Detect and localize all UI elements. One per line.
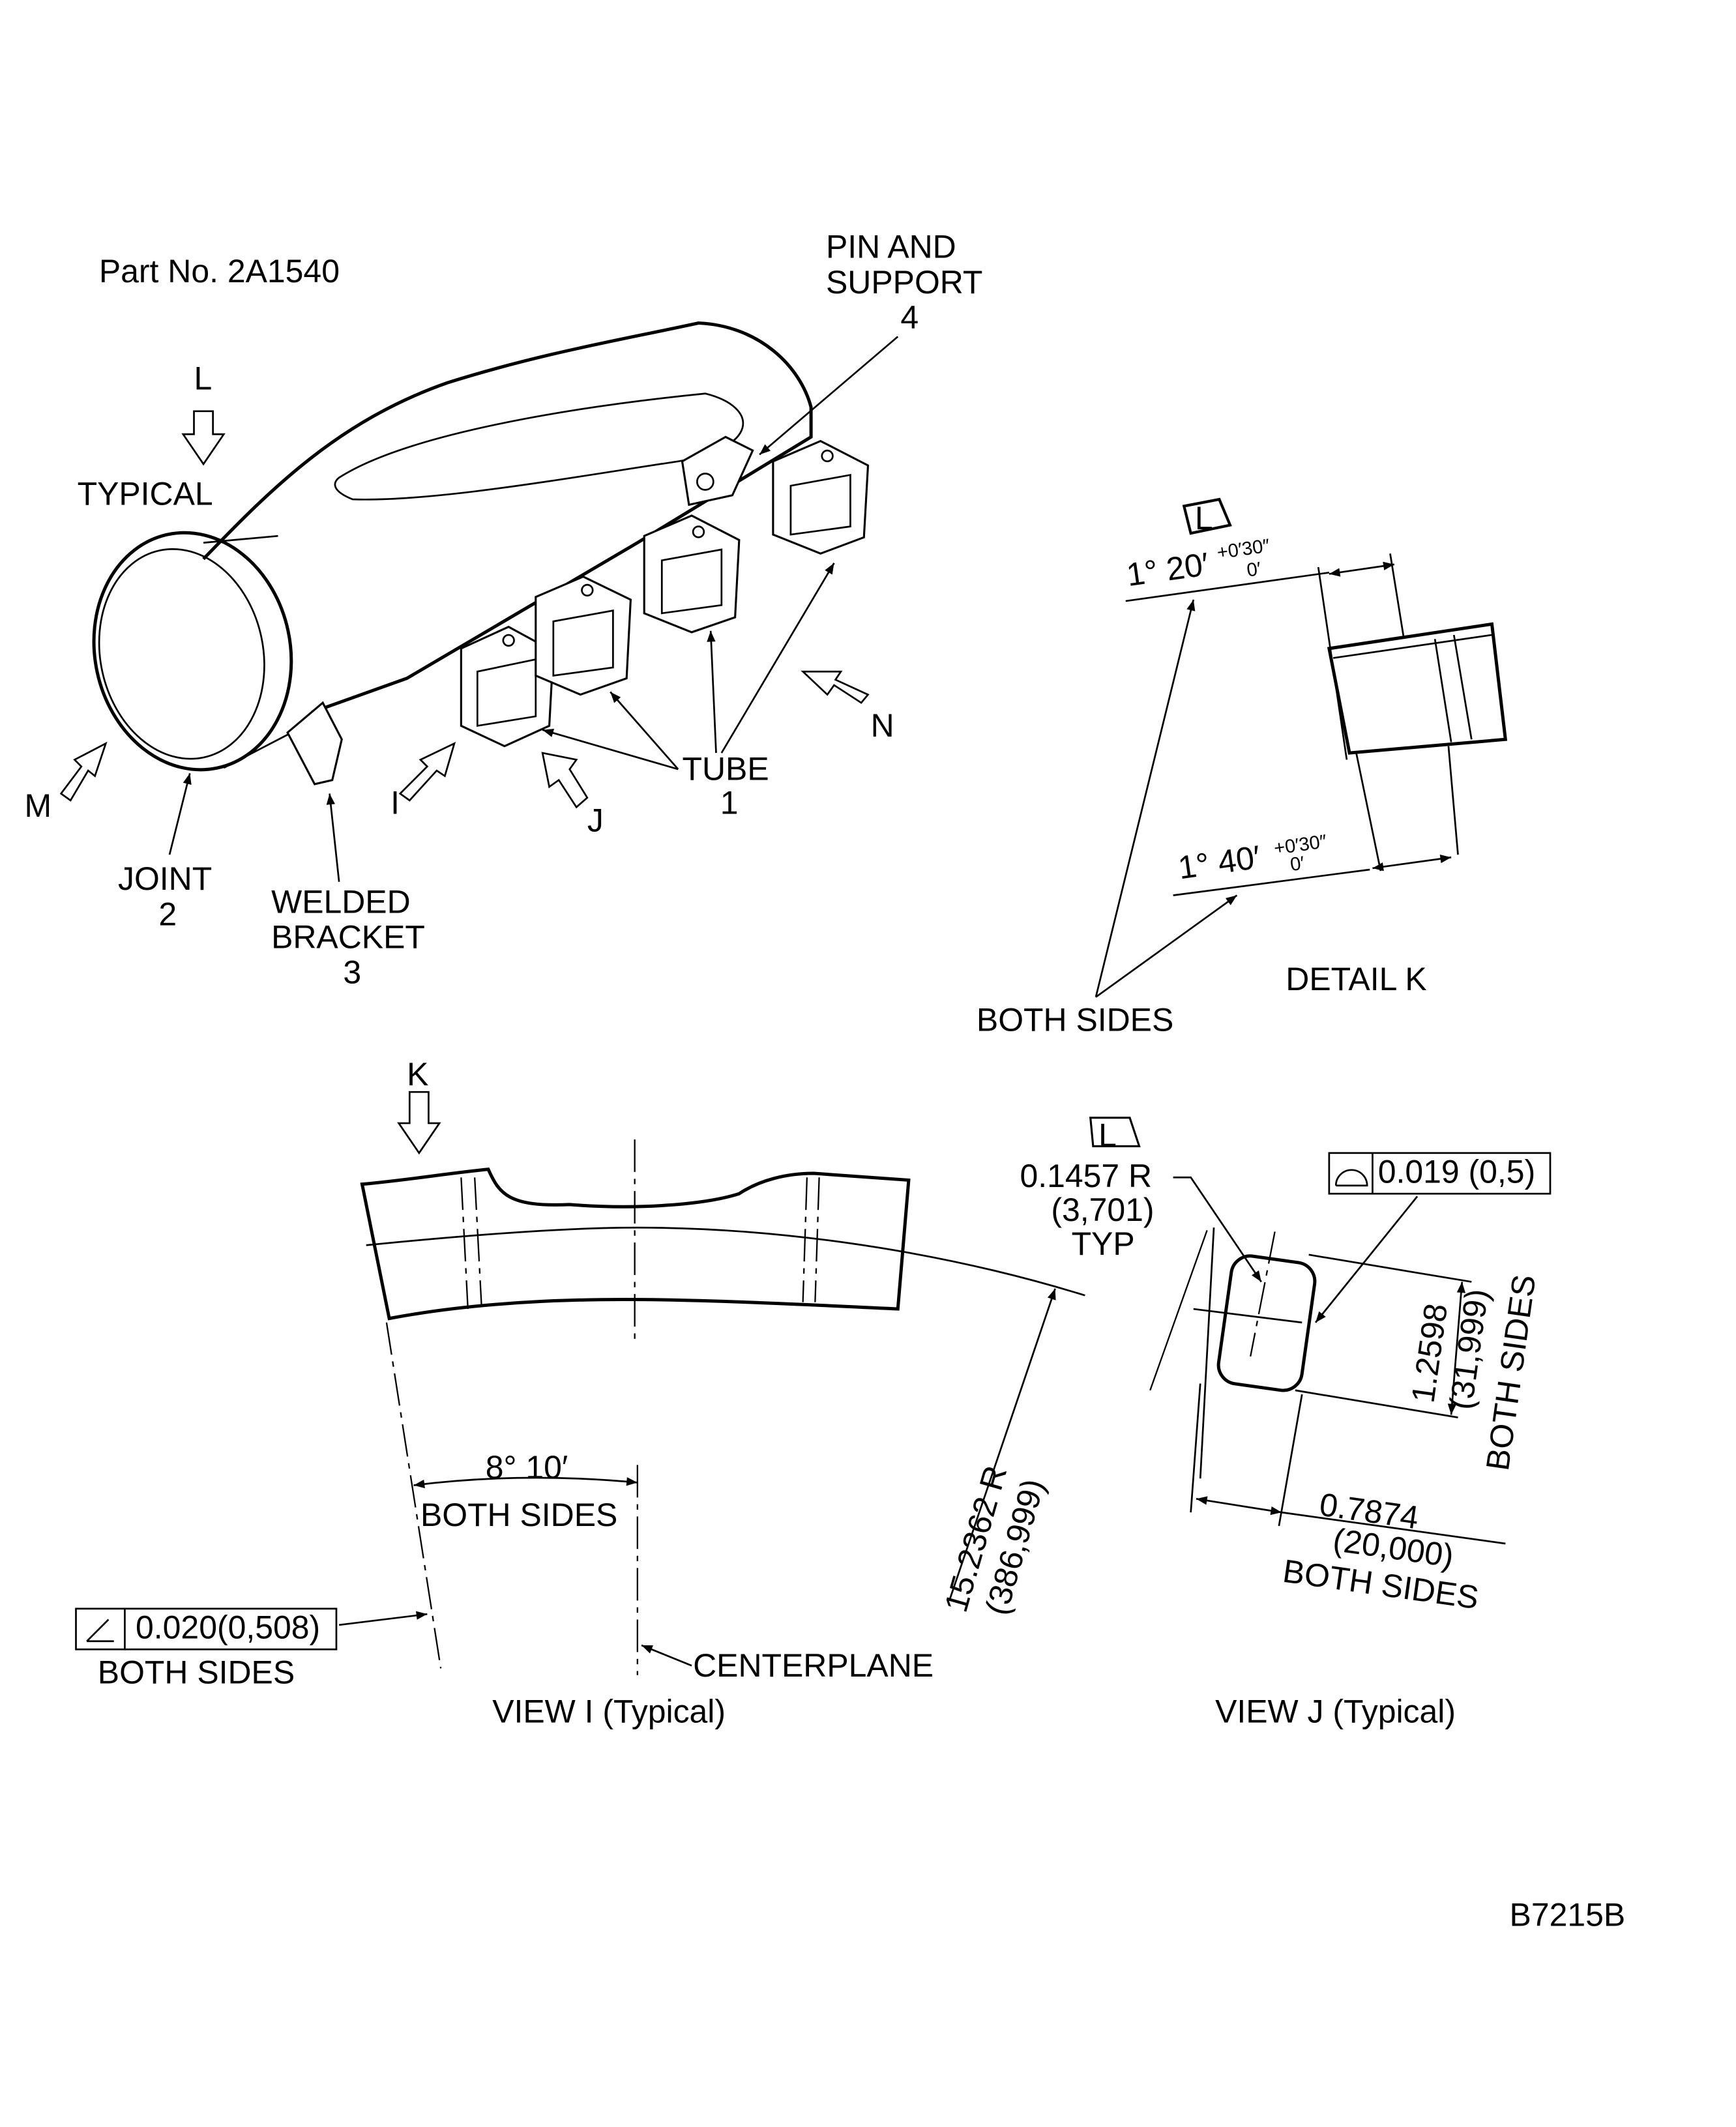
tube-1-a [460,625,555,748]
svg-text:0.019 (0,5): 0.019 (0,5) [1378,1154,1535,1190]
tube-section-j [1216,1254,1317,1392]
angularity-icon [86,1619,114,1643]
figure-id: B7215B [1510,1897,1626,1933]
datum-l-symbol [1182,497,1232,535]
angle-top: 1° 20′ [1125,546,1211,593]
angle-both-sides: BOTH SIDES [420,1497,617,1533]
svg-text:N: N [871,707,894,744]
svg-text:2: 2 [158,896,177,932]
svg-text:TUBE: TUBE [682,751,769,787]
callout-joint: JOINT 2 [118,772,212,932]
tube-1-b [535,575,632,696]
svg-text:L: L [194,360,213,397]
detail-k-title: DETAIL K [1286,961,1426,997]
angularity-frame: 0.020(0,508) [75,1607,338,1650]
svg-text:3: 3 [343,954,361,991]
view-arrow-k: K [397,1056,441,1155]
manifold-body [202,321,813,714]
corner-radius-typ: TYP [1072,1225,1135,1262]
tube-profile [360,1167,911,1321]
view-i: K 8° 10′ BOTH SIDES 15.2362 R (386,999) … [75,1056,1085,1730]
svg-text:K: K [407,1056,428,1093]
view-arrow-l: L [181,360,226,466]
svg-text:0.020(0,508): 0.020(0,508) [136,1609,320,1646]
view-arrow-m: M [24,741,108,824]
part-number: Part No. 2A1540 [99,253,340,289]
view-arrow-n: N [801,670,894,744]
angle-top-tol-minus: 0′ [1246,559,1263,581]
callout-welded-bracket: WELDED BRACKET 3 [271,793,425,991]
svg-text:JOINT: JOINT [118,860,212,897]
profile-surface-icon [1334,1169,1368,1187]
pin-and-support [681,435,754,506]
angle-bottom-tol-minus: 0′ [1289,853,1306,875]
svg-text:I: I [390,785,400,821]
detail-k: L 1° 20′ +0′30″ 0′ 1° 40′ +0′30″ 0′ BOTH… [977,497,1508,1038]
svg-text:1: 1 [720,785,739,821]
svg-text:PIN AND: PIN AND [826,229,956,265]
svg-text:4: 4 [900,299,919,336]
callout-pin-and-support: PIN AND SUPPORT 4 [759,229,982,456]
tube-1-d [772,439,870,555]
svg-text:SUPPORT: SUPPORT [826,264,982,301]
welded-bracket [286,701,343,785]
svg-text:WELDED: WELDED [271,884,411,920]
svg-text:BRACKET: BRACKET [271,919,425,956]
corner-radius-metric: (3,701) [1051,1192,1154,1228]
angularity-both-sides: BOTH SIDES [98,1654,295,1690]
corner-radius: 0.1457 R [1020,1158,1153,1194]
svg-text:J: J [587,802,604,839]
svg-text:L: L [1098,1117,1117,1153]
angle-bottom: 1° 40′ [1176,838,1263,886]
tube-section [1327,622,1508,755]
both-sides-label: BOTH SIDES [977,1002,1173,1038]
view-j: L 0.1457 R (3,701) TYP 0.019 (0,5) 1.259… [1020,1117,1552,1730]
view-j-title: VIEW J (Typical) [1215,1694,1456,1730]
angle-top-tol-plus: +0′30″ [1216,535,1271,563]
centerplane-label: CENTERPLANE [693,1647,934,1684]
view-arrow-i: I [390,741,456,821]
callout-tube: TUBE 1 [542,563,835,821]
angle-8-10: 8° 10′ [486,1449,568,1486]
tube-1-c [643,514,741,634]
isometric-assembly [92,321,870,785]
typical-label: TYPICAL [78,475,213,512]
view-arrow-j: J [541,752,604,839]
svg-text:L: L [1195,500,1213,536]
joint-ring [92,531,293,772]
view-i-title: VIEW I (Typical) [492,1694,726,1730]
profile-frame: 0.019 (0,5) [1328,1152,1552,1195]
svg-text:M: M [24,787,51,824]
